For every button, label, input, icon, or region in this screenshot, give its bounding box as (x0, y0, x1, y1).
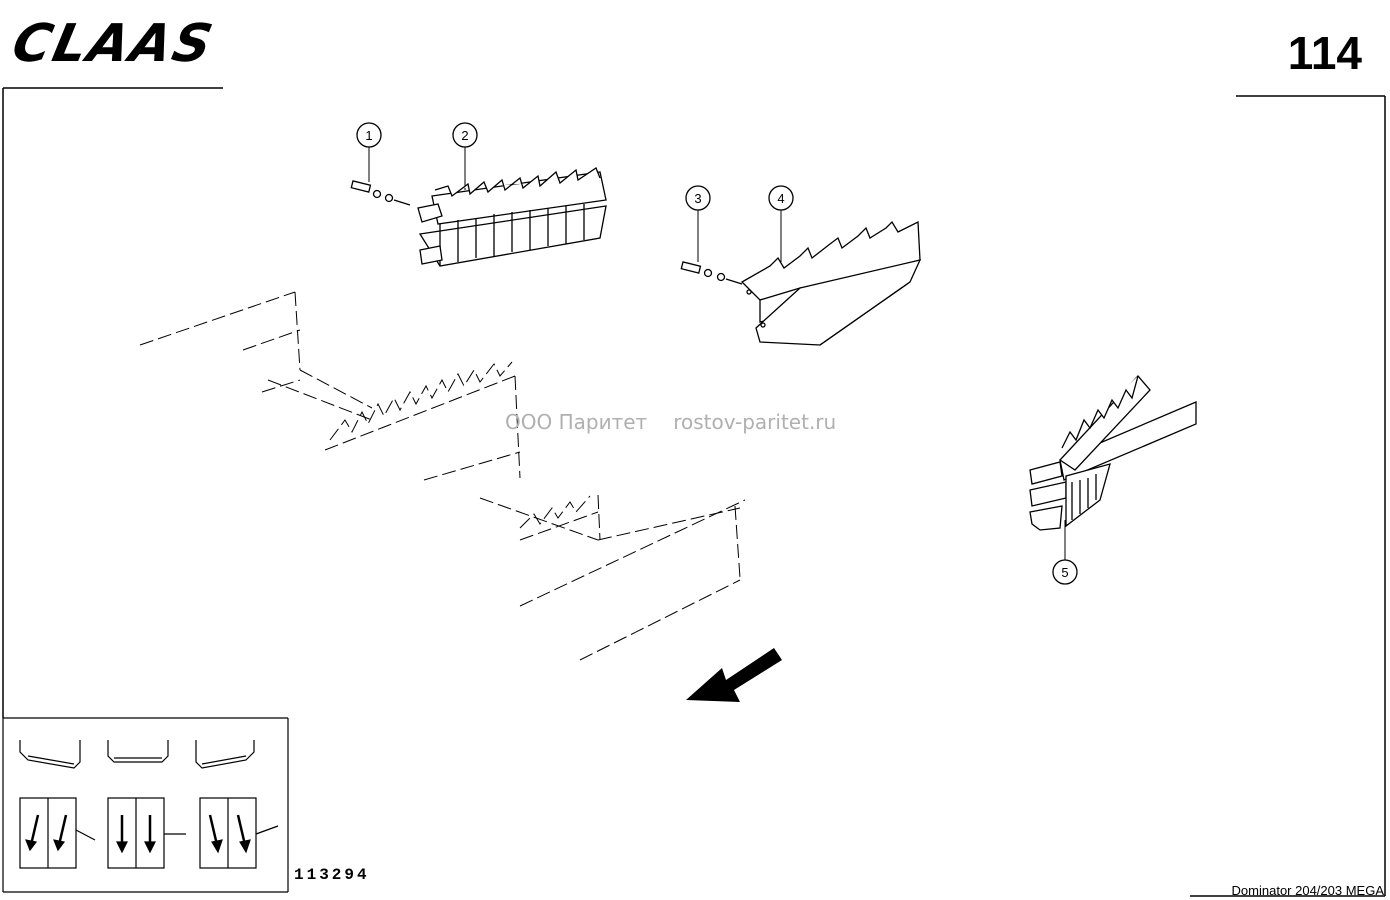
callout-5-label: 5 (1061, 565, 1068, 580)
callout-4[interactable]: 4 (768, 185, 794, 262)
flow-arrows-right-icon (199, 797, 279, 869)
callout-4-label: 4 (777, 191, 784, 206)
callout-2[interactable]: 2 (452, 122, 478, 190)
flow-arrows-center-icon (107, 797, 186, 869)
header-frame-outline (139, 291, 746, 661)
pickup-profile-left-icon (19, 740, 81, 769)
model-caption: Dominator 204/203 MEGA (1231, 883, 1384, 898)
drawing-number: 113294 (294, 866, 370, 884)
divider-assembly (1029, 375, 1197, 531)
divider-plate (740, 220, 922, 346)
watermark-website: rostov-paritet.ru (673, 410, 837, 434)
callout-3[interactable]: 3 (685, 185, 711, 262)
callout-2-label: 2 (461, 128, 468, 143)
bolt-icon (680, 261, 743, 285)
pickup-profile-center-icon (107, 740, 169, 763)
page-border (2, 87, 1386, 897)
pickup-profile-right-icon (195, 740, 255, 769)
serrated-guide-plate (417, 167, 607, 267)
bolt-icon (350, 180, 411, 206)
watermark-company: ООО Паритет (505, 410, 648, 434)
callout-5[interactable]: 5 (1052, 520, 1078, 585)
watermark: ООО Паритет rostov-paritet.ru (505, 410, 862, 434)
callout-1-label: 1 (365, 128, 372, 143)
callout-3-label: 3 (694, 191, 701, 206)
page-number: 114 (1287, 27, 1362, 79)
flow-arrows-left-icon (19, 797, 96, 869)
travel-direction-arrow-icon (686, 648, 782, 702)
callout-1[interactable]: 1 (356, 122, 382, 182)
inset-panel (2, 717, 289, 893)
